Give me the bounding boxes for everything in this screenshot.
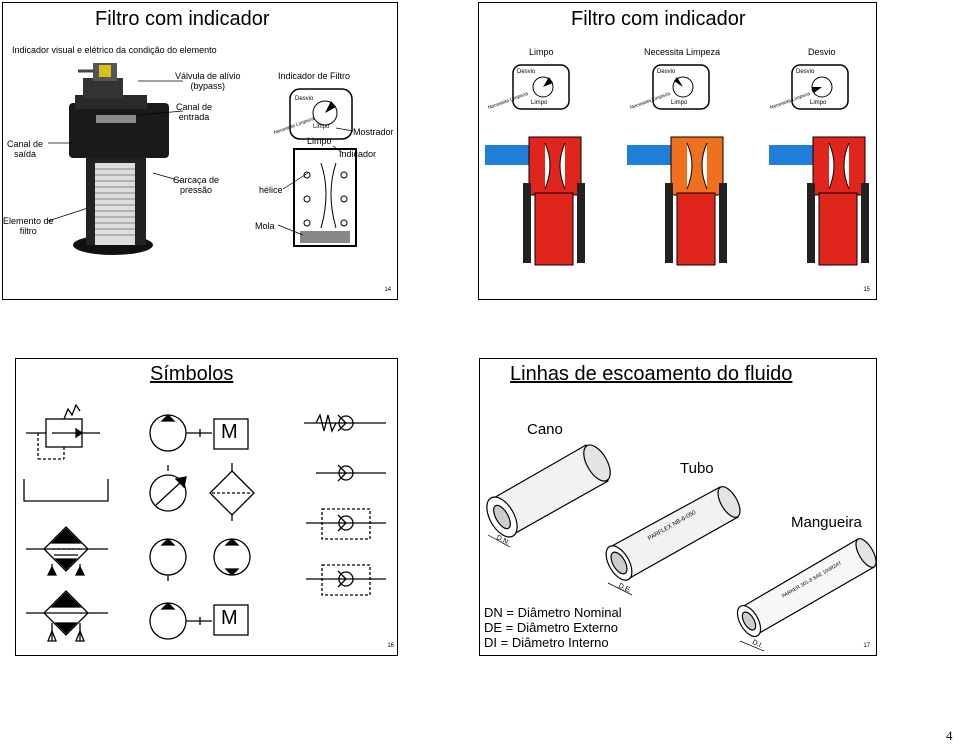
label-canal-entrada: Canal de entrada <box>176 102 213 122</box>
label-indicador: Indicador <box>339 149 377 159</box>
dial1-limpo: Limpo <box>531 100 548 106</box>
pipe-illustrations <box>486 444 877 652</box>
state-label-necessita: Necessita Limpeza <box>644 47 721 57</box>
slide-subtitle: Indicador visual e elétrico da condição … <box>12 45 217 55</box>
slide-15: Filtro com indicador Limpo Necessita Lim… <box>478 2 877 300</box>
label-helice: hélice <box>259 185 283 195</box>
slide-title: Símbolos <box>150 363 234 385</box>
slide-title: Filtro com indicador <box>95 8 270 30</box>
label-mola: Mola <box>255 221 275 231</box>
legend: DN = Diâmetro Nominal DE = Diâmetro Exte… <box>484 605 622 650</box>
motor-letter: M <box>221 421 238 443</box>
hydraulic-symbols <box>23 403 386 642</box>
legend-de: DE = Diâmetro Externo <box>484 620 619 635</box>
legend-dn: DN = Diâmetro Nominal <box>484 605 622 620</box>
slide-14: Filtro com indicador Indicador visual e … <box>2 2 398 300</box>
page-number: 15 <box>863 287 870 293</box>
page-number: 16 <box>387 643 394 649</box>
state-label-limpo: Limpo <box>529 47 554 57</box>
label-canal-saida: Canal de saída <box>7 139 44 159</box>
state-label-desvio: Desvio <box>808 47 836 57</box>
filter-states-diagram <box>485 64 869 266</box>
label-mangueira: Mangueira <box>791 514 862 531</box>
label-limpo: Limpo <box>307 136 332 146</box>
dial-limpo: Limpo <box>313 124 330 130</box>
indicator-diagram <box>277 88 357 247</box>
dial3-limpo: Limpo <box>810 100 827 106</box>
legend-di: DI = Diâmetro Interno <box>484 635 609 650</box>
dial1-desvio: Desvio <box>517 69 536 75</box>
label-mostrador: Mostrador <box>353 127 394 137</box>
dial-desvio: Desvio <box>295 96 314 102</box>
dial2-limpo: Limpo <box>671 100 688 106</box>
label-indicador-filtro: Indicador de Filtro <box>278 71 351 81</box>
slide-title: Linhas de escoamento do fluido <box>510 363 793 385</box>
page-number: 17 <box>863 643 870 649</box>
dial2-desvio: Desvio <box>657 69 676 75</box>
slide-17: Linhas de escoamento do fluido Cano Tubo… <box>479 358 877 656</box>
label-tubo: Tubo <box>680 460 714 477</box>
label-carcaca: Carcaça de pressão <box>173 175 220 195</box>
slide-16: Símbolos <box>15 358 398 656</box>
page-number: 14 <box>384 287 391 293</box>
motor-letter-2: M <box>221 607 238 629</box>
document-page-number: 4 <box>946 728 953 743</box>
label-elemento: Elemento de filtro <box>3 216 54 236</box>
filter-photo <box>47 63 184 255</box>
dial3-desvio: Desvio <box>796 69 815 75</box>
slide-title: Filtro com indicador <box>571 8 746 30</box>
label-valvula: Válvula de alívio (bypass) <box>175 71 241 91</box>
label-cano: Cano <box>527 421 563 438</box>
